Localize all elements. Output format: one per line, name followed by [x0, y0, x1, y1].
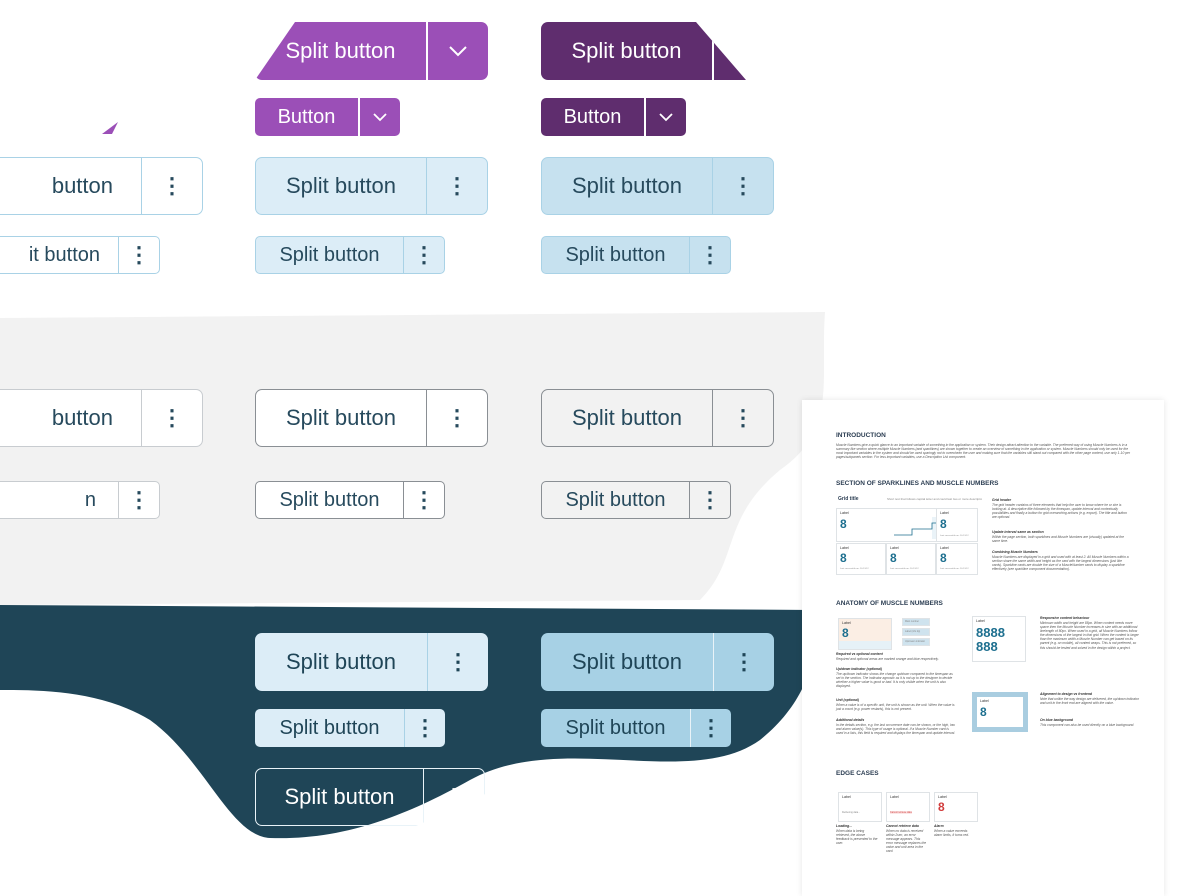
- edge-card-alarm: Label 8: [934, 792, 978, 822]
- more-vertical-icon[interactable]: ⋮: [404, 709, 445, 747]
- split-button-label: Split button: [279, 243, 380, 266]
- more-vertical-icon[interactable]: ⋮: [712, 158, 773, 214]
- intro-heading: INTRODUCTION: [836, 432, 886, 439]
- split-button-label: Split button: [279, 488, 380, 511]
- split-button-label: Split button: [279, 716, 380, 739]
- edge-card-loading: Label Retrieving data...: [838, 792, 882, 822]
- more-vertical-icon[interactable]: ⋮: [427, 633, 488, 691]
- grid-subtitle: Short text that follows capital letter a…: [887, 497, 982, 501]
- split-button-outline-small-2[interactable]: Split button ⋮: [541, 481, 731, 519]
- anatomy-card: Label 8: [838, 618, 892, 650]
- chevron-down-icon[interactable]: [358, 98, 400, 136]
- split-button-ghost-small-partial[interactable]: it button ⋮: [0, 236, 160, 274]
- anatomy-heading: ANATOMY OF MUSCLE NUMBERS: [836, 600, 943, 607]
- card-value: 8: [840, 517, 847, 531]
- intro-body: Muscle Numbers give a quick glance to an…: [836, 443, 1130, 460]
- more-vertical-icon[interactable]: ⋮: [689, 482, 730, 518]
- split-button-on-navy-outline-large[interactable]: Split button ⋮: [255, 768, 485, 826]
- split-button-on-navy-light-small[interactable]: Split button ⋮: [255, 709, 445, 747]
- grey-panel: [0, 312, 825, 605]
- split-button-medium-blue-small[interactable]: Split button ⋮: [541, 236, 731, 274]
- more-vertical-icon[interactable]: ⋮: [141, 390, 202, 446]
- split-button-purple-large[interactable]: Split button: [255, 22, 488, 80]
- split-button-outline-large[interactable]: Split button ⋮: [255, 389, 488, 447]
- more-vertical-icon[interactable]: ⋮: [118, 237, 159, 273]
- more-vertical-icon[interactable]: ⋮: [118, 482, 159, 518]
- muscle-card-top: Label 8 Last successful run: 10-13:12: [936, 508, 978, 542]
- split-button-label: Split button: [571, 649, 683, 674]
- split-button-label: Split button: [285, 405, 397, 430]
- anatomy-tag-3: Upstream indicator: [902, 638, 930, 646]
- split-button-outline-small-partial[interactable]: n ⋮: [0, 481, 160, 519]
- more-vertical-icon[interactable]: ⋮: [689, 237, 730, 273]
- split-button-label: Split button: [285, 38, 396, 63]
- more-vertical-icon[interactable]: ⋮: [403, 237, 444, 273]
- split-button-light-blue-large[interactable]: Split button ⋮: [255, 157, 488, 215]
- anatomy-tag-1: Main number: [902, 618, 930, 626]
- purple-fragment: [102, 122, 118, 134]
- muscle-card-2: Label 8 Last successful run: 10-13:12: [886, 543, 936, 575]
- split-button-outline-small[interactable]: Split button ⋮: [255, 481, 445, 519]
- button-label: Button: [563, 105, 622, 128]
- chevron-down-icon[interactable]: [426, 22, 488, 80]
- button-purple-small[interactable]: Button: [255, 98, 400, 136]
- split-button-label: n: [84, 488, 96, 511]
- split-button-label: Split button: [571, 405, 683, 430]
- split-button-label: Split button: [285, 173, 397, 198]
- more-vertical-icon[interactable]: ⋮: [712, 390, 773, 446]
- split-button-outline-large-partial[interactable]: button ⋮: [0, 389, 203, 447]
- more-vertical-icon[interactable]: ⋮: [423, 769, 484, 825]
- chevron-down-icon[interactable]: [644, 98, 686, 136]
- split-button-label: Split button: [565, 243, 666, 266]
- split-button-label: Split button: [565, 716, 666, 739]
- more-vertical-icon[interactable]: ⋮: [690, 709, 731, 747]
- button-label: Button: [277, 105, 336, 128]
- sparklines-heading: SECTION OF SPARKLINES AND MUSCLE NUMBERS: [836, 480, 999, 487]
- more-vertical-icon[interactable]: ⋮: [141, 158, 202, 214]
- more-vertical-icon[interactable]: ⋮: [713, 633, 774, 691]
- split-button-label: Split button: [285, 649, 397, 674]
- split-button-label: Split button: [571, 173, 683, 198]
- split-button-light-blue-small[interactable]: Split button ⋮: [255, 236, 445, 274]
- anatomy-tag-2: Label (info tip): [902, 628, 930, 636]
- split-button-label: button: [51, 405, 113, 430]
- documentation-page: INTRODUCTION Muscle Numbers give a quick…: [802, 400, 1164, 896]
- split-button-on-navy-medium-large[interactable]: Split button ⋮: [541, 633, 774, 691]
- split-button-on-navy-medium-small[interactable]: Split button ⋮: [541, 709, 731, 747]
- split-button-label: Split button: [565, 488, 666, 511]
- split-button-medium-blue-large[interactable]: Split button ⋮: [541, 157, 774, 215]
- edge-cases-heading: EDGE CASES: [836, 770, 879, 777]
- edge-card-error: Label Cannot retrieve data: [886, 792, 930, 822]
- split-button-ghost-large-partial[interactable]: button ⋮: [0, 157, 203, 215]
- split-button-label: Split button: [571, 38, 682, 63]
- split-button-on-navy-light-large[interactable]: Split button ⋮: [255, 633, 488, 691]
- more-vertical-icon[interactable]: ⋮: [426, 390, 487, 446]
- more-vertical-icon[interactable]: ⋮: [403, 482, 444, 518]
- grid-title: Grid title: [838, 496, 859, 502]
- split-button-label: Split button: [284, 784, 395, 809]
- split-button-outline-large-2[interactable]: Split button ⋮: [541, 389, 774, 447]
- more-vertical-icon[interactable]: ⋮: [426, 158, 487, 214]
- muscle-card-3: Label 8 Last successful run: 10-13:12: [936, 543, 978, 575]
- blue-background-card: Label 8: [972, 692, 1028, 732]
- muscle-card-1: Label 8 Last successful run: 10-13:12: [836, 543, 886, 575]
- button-dark-purple-small[interactable]: Button: [541, 98, 686, 136]
- split-button-label: button: [51, 173, 113, 198]
- responsive-card: Label 8888 888: [972, 616, 1026, 662]
- split-button-label: it button: [28, 243, 100, 266]
